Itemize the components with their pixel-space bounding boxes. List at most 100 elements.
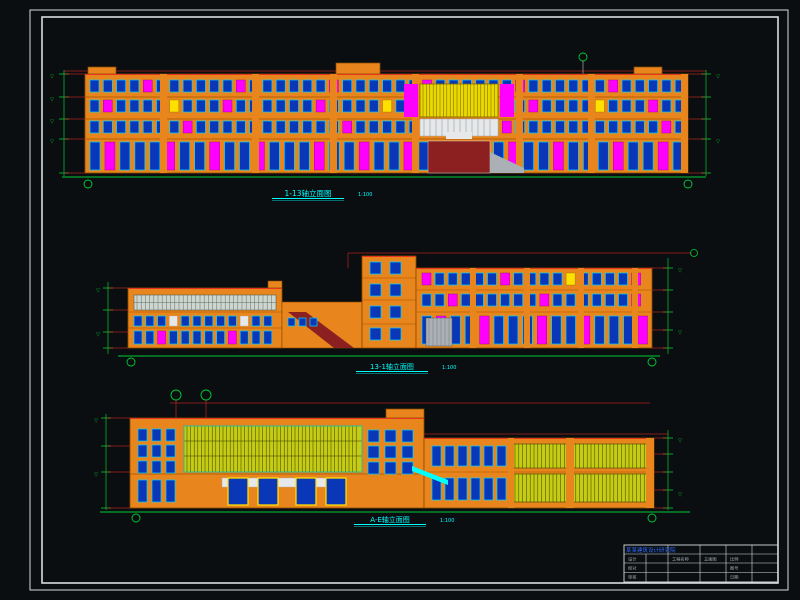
window-row-cell xyxy=(142,120,153,134)
window-row-ground-cell xyxy=(343,141,355,171)
window-row-cell xyxy=(605,272,615,286)
window-row-cell xyxy=(315,99,326,113)
window-row-cell xyxy=(103,99,113,113)
window-row-cell xyxy=(289,79,299,93)
window-row-cell xyxy=(528,120,539,134)
axis-bubble xyxy=(578,52,588,62)
window-row-cell xyxy=(552,293,563,307)
window-row-ground-cell xyxy=(119,141,131,171)
level-marker: ▽ xyxy=(678,268,682,274)
window-row-ground-cell xyxy=(657,141,669,171)
window-row-cell xyxy=(275,99,286,113)
window-row-cell xyxy=(355,120,366,134)
window-row-cell xyxy=(196,79,206,93)
inner-border xyxy=(41,16,779,584)
window-row-cell xyxy=(262,99,273,113)
title-block-outline xyxy=(623,544,779,583)
window-row-cell xyxy=(618,293,628,307)
window-row-cell xyxy=(192,315,202,327)
window-row-cell xyxy=(382,120,392,134)
window-row-ground-cell xyxy=(151,479,162,503)
window-row-cell xyxy=(460,293,471,307)
window-row-ground-cell xyxy=(194,141,205,171)
window-row-cell xyxy=(539,272,550,286)
window-row-cell xyxy=(204,330,214,345)
window-row-cell xyxy=(89,120,100,134)
window-row-cell xyxy=(648,120,658,134)
window-row-cell xyxy=(434,272,445,286)
window-row-cell xyxy=(315,120,326,134)
tower-windows-cell xyxy=(384,445,397,459)
window-row-cell xyxy=(289,99,299,113)
window-row-cell xyxy=(608,120,619,134)
tower-windows-cell xyxy=(367,445,380,459)
window-row-cell xyxy=(209,79,220,93)
level-marker: ▽ xyxy=(94,418,98,424)
window-row-cell xyxy=(568,120,579,134)
axis-bubble xyxy=(131,513,141,523)
window-row-cell xyxy=(228,315,237,327)
window-grid-cell xyxy=(165,444,176,458)
window-row-cell xyxy=(434,293,445,307)
window-grid-cell xyxy=(137,428,148,442)
window-row-cell xyxy=(444,477,455,501)
level-marker: ▽ xyxy=(94,472,98,478)
window-row-cell xyxy=(591,293,602,307)
window-row-cell xyxy=(89,79,100,93)
window-row-ground-cell xyxy=(358,141,370,171)
window-row-cell xyxy=(262,120,273,134)
window-row-cell xyxy=(621,120,632,134)
tower-windows-cell xyxy=(369,261,382,275)
window-row-cell xyxy=(621,99,632,113)
window-row-cell xyxy=(487,293,497,307)
window-row-ground-cell xyxy=(137,479,148,503)
window-row-cell xyxy=(470,477,481,501)
window-row-cell xyxy=(541,99,552,113)
window-row-cell xyxy=(368,99,379,113)
window-row-cell xyxy=(145,315,155,327)
canopy xyxy=(412,466,448,485)
entrance xyxy=(425,317,453,347)
level-marker: ▽ xyxy=(716,74,720,80)
window-row-cell xyxy=(568,99,579,113)
pilaster xyxy=(681,74,688,173)
window-row-ground-cell xyxy=(388,141,400,171)
window-row-ground-cell xyxy=(523,141,534,171)
window-row-cell xyxy=(180,330,190,345)
window-row-cell xyxy=(502,120,512,134)
window-row-cell xyxy=(605,293,615,307)
window-row-cell xyxy=(222,99,233,113)
curtain-wall-frame xyxy=(183,425,363,473)
pilaster xyxy=(524,268,530,348)
window-row-ground-cell xyxy=(608,315,620,345)
window-row-cell xyxy=(382,79,392,93)
window-row-ground-cell xyxy=(597,141,609,171)
curtain-wall xyxy=(419,83,499,118)
window-row-cell xyxy=(216,315,225,327)
window-row-cell xyxy=(216,330,225,345)
window-grid-cell xyxy=(151,460,162,474)
window-row-cell xyxy=(142,99,153,113)
window-grid-cell xyxy=(151,444,162,458)
title-cell: 图号 xyxy=(730,566,738,572)
outer-border xyxy=(29,9,789,591)
title-cell: 校对 xyxy=(628,565,636,572)
window-row-ground-cell xyxy=(314,141,325,171)
window-row-cell xyxy=(196,99,206,113)
window-row-cell xyxy=(204,315,214,327)
window-row-cell xyxy=(541,120,552,134)
axis-bubble xyxy=(200,389,212,401)
window-row-cell xyxy=(368,120,379,134)
window-row-ground-cell xyxy=(239,141,250,171)
window-row-ground-cell xyxy=(627,141,639,171)
axis-bubble xyxy=(690,249,698,257)
window-row-cell xyxy=(263,330,273,345)
window-row-cell xyxy=(487,272,497,286)
pilaster xyxy=(470,268,476,348)
window-row-ground-cell xyxy=(269,141,280,171)
window-row-cell xyxy=(228,330,237,345)
level-marker: ▽ xyxy=(96,288,100,294)
accent-window xyxy=(500,84,514,117)
